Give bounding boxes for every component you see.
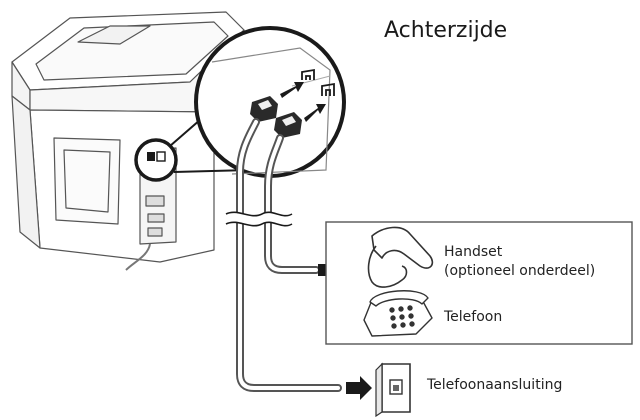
port-icon-small <box>147 152 155 161</box>
handset-icon <box>367 226 434 288</box>
wall-jack-icon <box>375 362 411 418</box>
cable-phone <box>264 134 320 274</box>
telephone-label: Telefoon <box>444 309 503 325</box>
telephone-icon <box>363 290 433 337</box>
cable-break-mark <box>225 211 293 227</box>
wall-jack-label: Telefoonaansluiting <box>427 377 563 393</box>
arrow-to-wall-jack <box>346 376 372 400</box>
handset-optional-label: (optioneel onderdeel) <box>444 263 596 279</box>
port-icon-small <box>156 151 166 162</box>
printer-illustration <box>11 11 245 271</box>
cable-wall <box>236 118 342 392</box>
handset-label: Handset <box>444 244 503 260</box>
port-highlight-circle <box>134 138 178 182</box>
diagram-title: Achterzijde <box>384 18 508 43</box>
